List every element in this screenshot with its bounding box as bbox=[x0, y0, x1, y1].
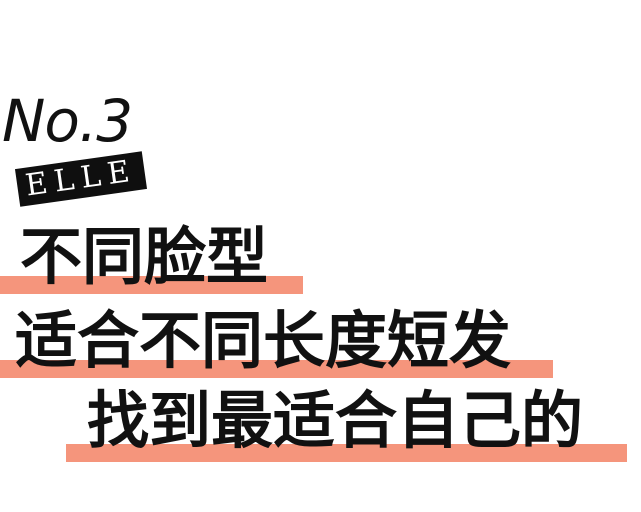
highlight-bar bbox=[0, 276, 303, 294]
headline-line-2: 适合不同长度短发 bbox=[0, 306, 560, 396]
highlight-bar bbox=[66, 444, 627, 462]
headline-line-3: 找到最适合自己的 bbox=[0, 386, 641, 476]
headline-text: 适合不同长度短发 bbox=[15, 304, 512, 377]
headline-text: 不同脸型 bbox=[20, 220, 269, 293]
highlight-bar bbox=[0, 360, 553, 378]
issue-number: No.3 bbox=[2, 87, 133, 155]
brand-logo: ELLE bbox=[14, 151, 148, 207]
headline-line-1: 不同脸型 bbox=[0, 222, 320, 312]
headline-text: 找到最适合自己的 bbox=[87, 384, 584, 457]
